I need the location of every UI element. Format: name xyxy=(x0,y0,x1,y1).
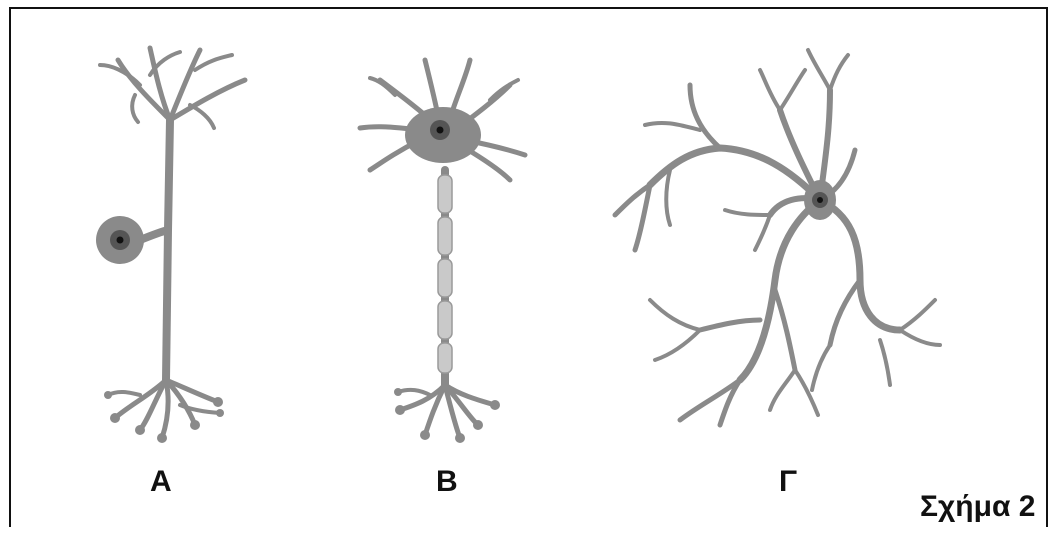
neuron-g-label: Γ xyxy=(779,465,797,499)
neuron-b-label: Β xyxy=(436,465,458,499)
figure-caption: Σχήμα 2 xyxy=(920,490,1035,524)
neuron-g-nucleolus xyxy=(817,197,823,203)
neuron-b-nucleolus xyxy=(437,127,444,134)
neuron-a-nucleolus xyxy=(117,237,124,244)
neuron-g xyxy=(615,50,940,425)
neuron-b-myelin-sheath xyxy=(438,175,452,373)
neuron-a-label: Α xyxy=(150,465,172,499)
